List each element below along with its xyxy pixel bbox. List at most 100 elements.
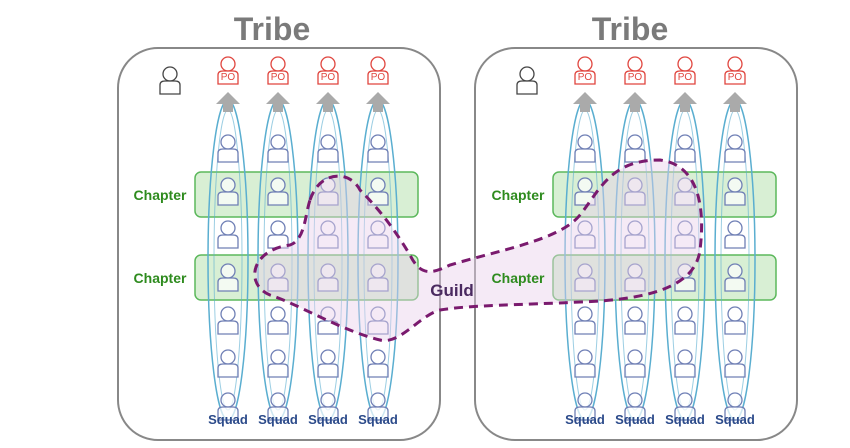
person-icon <box>217 392 239 421</box>
person-icon <box>574 306 596 335</box>
person-icon <box>367 263 389 292</box>
squad-label: Squad <box>565 412 605 427</box>
person-icon <box>367 220 389 249</box>
arrow-up-icon <box>673 92 697 112</box>
person-icon <box>267 220 289 249</box>
person-icon <box>317 134 339 163</box>
person-icon <box>724 349 746 378</box>
product-owner-icon: PO <box>317 56 339 85</box>
chapter-label: Chapter <box>492 187 545 203</box>
person-icon <box>624 392 646 421</box>
po-label: PO <box>628 72 643 83</box>
person-icon <box>624 177 646 206</box>
tribe-title-right: Tribe <box>592 11 668 47</box>
squad: PO Squad <box>357 56 399 427</box>
po-label: PO <box>678 72 693 83</box>
person-icon <box>674 349 696 378</box>
squad-label: Squad <box>665 412 705 427</box>
tribe-title-left: Tribe <box>234 11 310 47</box>
person-icon <box>674 306 696 335</box>
person-icon <box>724 220 746 249</box>
product-owner-icon: PO <box>367 56 389 85</box>
chapter-label: Chapter <box>134 270 187 286</box>
po-label: PO <box>321 72 336 83</box>
guild-area <box>253 158 704 342</box>
person-icon <box>217 134 239 163</box>
po-label: PO <box>578 72 593 83</box>
product-owner-icon: PO <box>574 56 596 85</box>
po-label: PO <box>728 72 743 83</box>
squad-label: Squad <box>308 412 348 427</box>
person-icon <box>217 306 239 335</box>
person-icon <box>217 349 239 378</box>
person-icon <box>367 349 389 378</box>
person-icon <box>624 306 646 335</box>
arrow-up-icon <box>623 92 647 112</box>
person-icon <box>267 306 289 335</box>
person-icon <box>367 306 389 335</box>
product-owner-icon: PO <box>674 56 696 85</box>
po-label: PO <box>271 72 286 83</box>
person-icon <box>217 177 239 206</box>
arrow-up-icon <box>316 92 340 112</box>
po-label: PO <box>371 72 386 83</box>
person-icon <box>574 349 596 378</box>
tribe-box-right <box>474 47 798 441</box>
person-icon <box>574 134 596 163</box>
person-icon <box>674 220 696 249</box>
person-icon <box>267 263 289 292</box>
tribe-lead-icon <box>516 66 538 95</box>
chapter-label: Chapter <box>492 270 545 286</box>
arrow-up-icon <box>216 92 240 112</box>
person-icon <box>724 134 746 163</box>
squad-label: Squad <box>208 412 248 427</box>
person-icon <box>724 306 746 335</box>
person-icon <box>624 134 646 163</box>
person-icon <box>317 392 339 421</box>
squad-label: Squad <box>258 412 298 427</box>
person-icon <box>317 177 339 206</box>
chapter-label: Chapter <box>134 187 187 203</box>
product-owner-icon: PO <box>217 56 239 85</box>
person-icon <box>317 349 339 378</box>
squad: PO Squad <box>207 56 249 427</box>
person-icon <box>317 220 339 249</box>
person-icon <box>217 263 239 292</box>
person-icon <box>367 177 389 206</box>
person-icon <box>624 349 646 378</box>
person-icon <box>674 134 696 163</box>
person-icon <box>624 220 646 249</box>
arrow-up-icon <box>366 92 390 112</box>
person-icon <box>317 263 339 292</box>
person-icon <box>674 177 696 206</box>
product-owner-icon: PO <box>267 56 289 85</box>
person-icon <box>267 134 289 163</box>
person-icon <box>574 263 596 292</box>
chapter-band <box>194 254 419 301</box>
squad-label: Squad <box>358 412 398 427</box>
arrow-up-icon <box>573 92 597 112</box>
product-owner-icon: PO <box>724 56 746 85</box>
person-icon <box>624 263 646 292</box>
person-icon <box>267 349 289 378</box>
squad-label: Squad <box>715 412 755 427</box>
person-icon <box>724 392 746 421</box>
person-icon <box>724 263 746 292</box>
person-icon <box>574 220 596 249</box>
arrow-up-icon <box>723 92 747 112</box>
person-icon <box>367 392 389 421</box>
arrow-up-icon <box>266 92 290 112</box>
person-icon <box>724 177 746 206</box>
product-owner-icon: PO <box>624 56 646 85</box>
person-icon <box>674 392 696 421</box>
squad: PO Squad <box>564 56 606 427</box>
chapter-band <box>552 171 777 218</box>
po-label: PO <box>221 72 236 83</box>
person-icon <box>367 134 389 163</box>
tribe-lead-icon <box>159 66 181 95</box>
squad: PO Squad <box>714 56 756 427</box>
person-icon <box>217 220 239 249</box>
tribe-box-left <box>117 47 441 441</box>
